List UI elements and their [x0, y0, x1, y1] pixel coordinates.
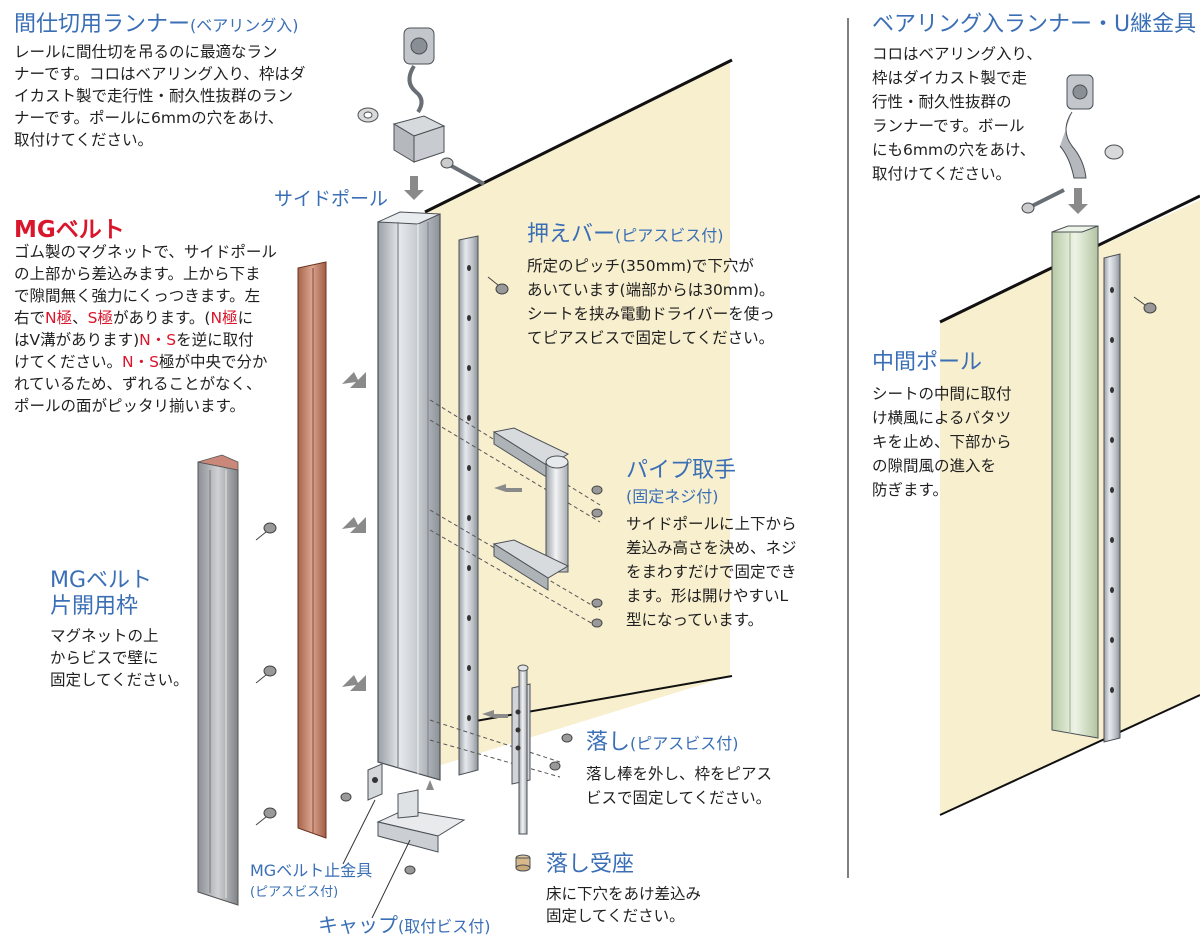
mid-pole-desc-2: け横風によるバタツ — [872, 409, 1012, 427]
mg-frame-title-1: MGベルト — [50, 568, 153, 593]
mg-belt-desc-8: ポールの面がピッタリ揃います。 — [14, 397, 245, 415]
u-runner-desc-6: 取付けてください。 — [872, 165, 1012, 183]
runner-desc-2: ナーです。コロはベアリング入り、枠はダ — [14, 65, 306, 83]
mid-pole-desc-1: シートの中間に取付 — [872, 385, 1012, 403]
mg-belt-desc-4: 右でN極、S極があります。(N極に — [14, 309, 254, 327]
mg-belt-desc-5: はV溝があります)N・Sを逆に取付 — [14, 331, 254, 349]
runner-title: 間仕切用ランナー(ベアリング入) — [14, 12, 299, 37]
pipe-handle-desc-4: ます。形は開けやすいL — [626, 587, 789, 605]
press-bar-holes — [467, 265, 471, 721]
pipe-handle-desc-2: 差込み高さを決め、ネジ — [626, 539, 797, 557]
drop-seat-desc-1: 床に下穴をあけ差込み — [546, 885, 702, 903]
runner-desc-3: イカスト製で走行性・耐久性抜群のラン — [14, 87, 294, 105]
mg-frame-top — [197, 454, 239, 471]
pipe-handle-title: パイプ取手 — [626, 458, 737, 483]
press-bar-desc-2: あいています(端部からは30mm)。 — [527, 281, 775, 299]
mid-bar-screw — [1133, 296, 1157, 314]
u-runner-title: ベアリング入ランナー・U継金具 — [872, 12, 1197, 37]
side-pole-top — [377, 211, 441, 225]
mg-belt-desc-2: の上部から差込みます。上から下ま — [14, 265, 261, 283]
runner-desc-4: ナーです。ポールに6mmの穴をあけ、 — [14, 109, 284, 127]
mid-pole-desc-4: の隙間風の進入を — [872, 457, 997, 475]
mg-frame-desc-1: マグネットの上 — [50, 627, 159, 645]
handle-screws — [591, 485, 603, 628]
press-bar — [458, 235, 479, 776]
drop-seat-desc-2: 固定してください。 — [546, 907, 685, 925]
u-runner-desc-1: コロはベアリング入り、 — [872, 45, 1042, 63]
runner-arrow — [404, 176, 424, 200]
mg-frame-desc-3: 固定してください。 — [50, 671, 189, 689]
sheet-wall — [425, 62, 730, 770]
pipe-handle — [492, 427, 570, 591]
mg-belt-body — [297, 261, 327, 839]
mg-stop-subtitle: (ピアスビス付) — [250, 885, 339, 900]
mid-press-bar-holes — [1110, 287, 1114, 693]
mid-press-bar — [1103, 253, 1121, 743]
cap-part — [376, 789, 466, 875]
mg-belt-desc-6: けてください。N・S極が中央で分か — [14, 353, 268, 371]
runner-desc-1: レールに間仕切を吊るのに最適なラン — [14, 43, 278, 61]
leader-cap — [371, 839, 411, 919]
mg-belt-desc-3: で隙間無く強力にくっつきます。左 — [14, 287, 261, 305]
right-sheet-bottom-edge — [939, 694, 1200, 816]
cap-title: キャップ(取付ビス付) — [318, 913, 491, 937]
runner-left — [357, 27, 485, 186]
mg-frame-desc-2: からビスで壁に — [50, 649, 159, 667]
mg-belt-desc-7: れているため、ずれることがなく、 — [14, 375, 262, 393]
press-bar-screw — [487, 276, 509, 295]
mid-pole-title: 中間ポール — [872, 350, 983, 375]
press-bar-title: 押えバー(ピアスビス付) — [527, 222, 724, 247]
mid-pole-desc-5: 防ぎます。 — [872, 481, 948, 499]
mid-pole-desc-3: キを止め、下部から — [872, 433, 1012, 451]
mg-belt-title: MGベルト — [14, 217, 125, 243]
pipe-handle-desc-1: サイドポールに上下から — [626, 515, 797, 533]
drop-bolt-desc-2: ビスで固定してください。 — [586, 789, 772, 807]
leader-mg-stop — [342, 799, 376, 865]
pipe-handle-desc-5: 型になっています。 — [626, 611, 764, 629]
u-runner-desc-5: にも6mmの穴をあけ、 — [872, 141, 1036, 159]
mg-frame-title-2: 片開用枠 — [50, 594, 139, 619]
mid-pole-arrow — [1068, 188, 1088, 214]
drop-bolt-title: 落し(ピアスビス付) — [586, 730, 739, 755]
mg-stop-fitting — [340, 763, 383, 802]
side-pole-label: サイドポール — [274, 188, 389, 210]
u-runner-desc-3: 行性・耐久性抜群の — [872, 93, 1012, 111]
mg-belt-desc-1: ゴム製のマグネットで、サイドポール — [14, 243, 277, 261]
drop-arrow — [482, 710, 508, 718]
mg-frame-body — [197, 461, 239, 906]
drop-seat-title: 落し受座 — [546, 852, 635, 877]
arrows-to-pole — [342, 372, 366, 691]
drop-screws — [549, 733, 573, 771]
pipe-handle-desc-3: をまわすだけで固定でき — [626, 563, 797, 581]
drop-bolt-desc-1: 落し棒を外し、枠をピアス — [586, 765, 773, 783]
drop-seat — [515, 854, 531, 872]
pipe-handle-subtitle: (固定ネジ付) — [626, 487, 719, 506]
u-runner-desc-2: 枠はダイカスト製で走 — [872, 69, 1028, 87]
mid-pole — [1051, 225, 1099, 739]
mg-stop-title: MGベルト止金具 — [250, 861, 373, 880]
frame-screws — [255, 522, 277, 826]
side-pole — [377, 213, 441, 781]
runner-desc-5: 取付けてください。 — [14, 131, 154, 149]
handle-arrow — [494, 484, 522, 492]
runner-right — [1021, 74, 1124, 214]
press-bar-desc-3: シートを挟み電動ドライバーを使っ — [527, 305, 775, 323]
sheet-top-edge — [424, 58, 733, 214]
cap-arrow — [426, 780, 434, 790]
drop-bolt — [511, 664, 531, 835]
press-bar-desc-4: てピアスビスで固定してください。 — [527, 329, 775, 347]
u-runner-desc-4: ランナーです。ボール — [872, 117, 1025, 135]
press-bar-desc-1: 所定のピッチ(350mm)で下穴が — [527, 257, 754, 275]
